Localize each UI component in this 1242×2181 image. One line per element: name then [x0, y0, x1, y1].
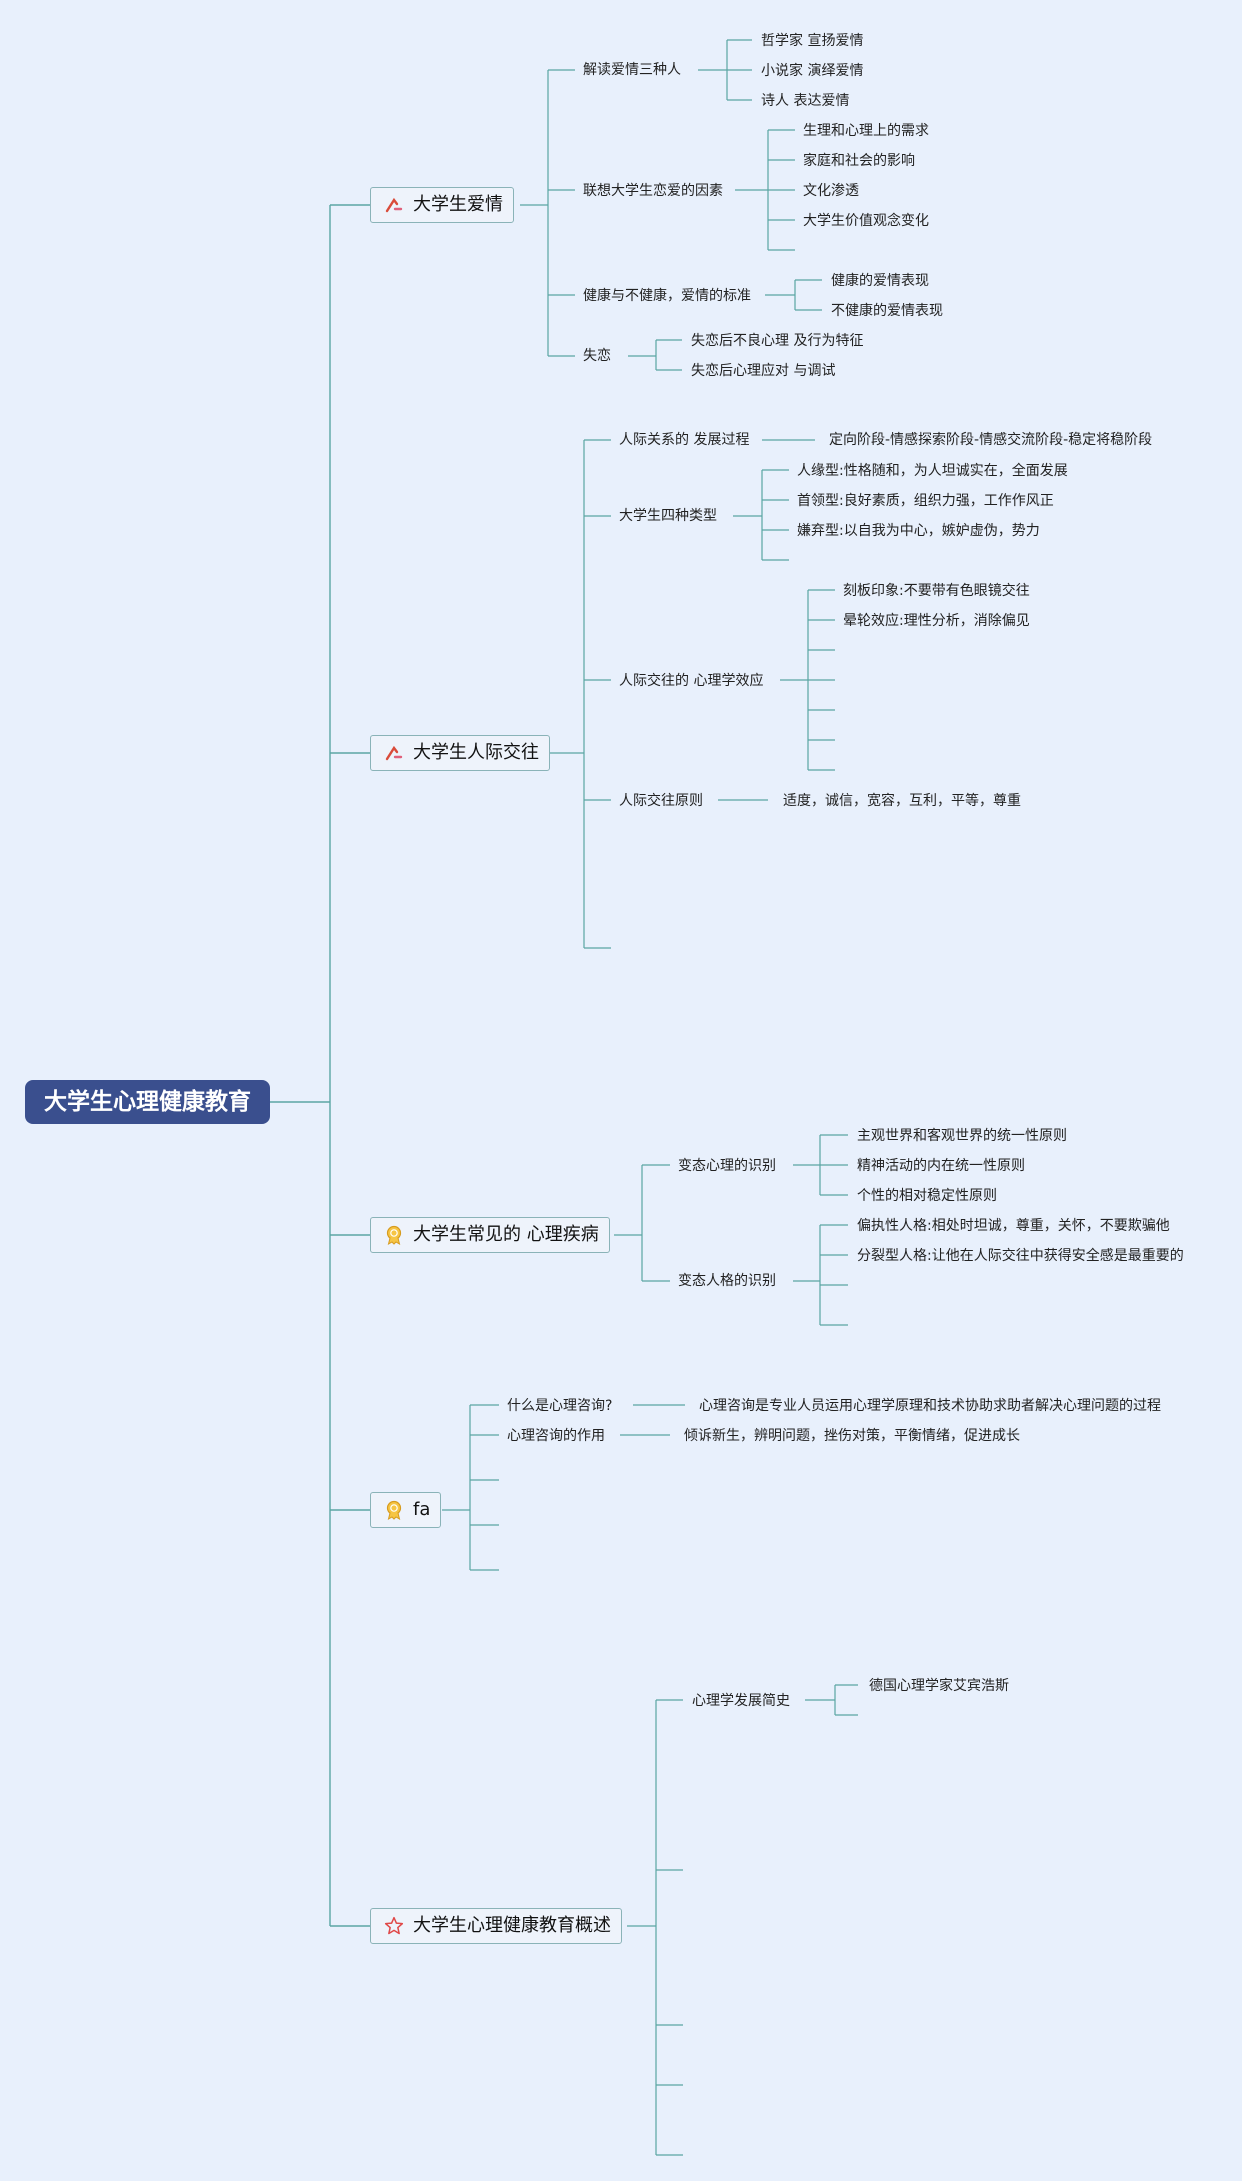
leaf[interactable]: 适度，诚信，宽容，互利，平等，尊重 [783, 793, 1021, 809]
subtopic[interactable]: 人际交往的 心理学效应 [619, 673, 764, 689]
leaf[interactable]: 文化渗透 [803, 183, 859, 199]
topic-disorders[interactable]: 大学生常见的 心理疾病 [370, 1217, 610, 1253]
subtopic[interactable]: 大学生四种类型 [619, 508, 717, 524]
leaf[interactable]: 倾诉新生，辨明问题，挫伤对策，平衡情绪，促进成长 [684, 1428, 1020, 1444]
subtopic[interactable]: 失恋 [583, 348, 611, 364]
leaf[interactable]: 主观世界和客观世界的统一性原则 [857, 1128, 1067, 1144]
subtopic[interactable]: 变态人格的识别 [678, 1273, 776, 1289]
leaf[interactable]: 诗人 表达爱情 [761, 93, 850, 109]
award-icon [386, 1500, 402, 1520]
leaf[interactable]: 分裂型人格:让他在人际交往中获得安全感是最重要的 [857, 1248, 1184, 1264]
topic-fa[interactable]: fa [370, 1492, 442, 1528]
leaf[interactable]: 健康的爱情表现 [831, 273, 929, 289]
topic-label: 大学生常见的 心理疾病 [413, 1224, 599, 1245]
leaf[interactable]: 小说家 演绎爱情 [761, 63, 864, 79]
topic-love[interactable]: 大学生爱情 [370, 187, 514, 223]
topic-label: 大学生心理健康教育概述 [413, 1915, 611, 1936]
subtopic[interactable]: 心理咨询的作用 [507, 1428, 605, 1444]
leaf[interactable]: 德国心理学家艾宾浩斯 [869, 1678, 1009, 1694]
subtopic[interactable]: 变态心理的识别 [678, 1158, 776, 1174]
star-icon [384, 1916, 404, 1935]
topic-label: 大学生爱情 [413, 194, 503, 215]
subtopic[interactable]: 健康与不健康，爱情的标准 [583, 288, 751, 304]
root-topic[interactable]: 大学生心理健康教育 [25, 1080, 270, 1124]
topic-label: fa [413, 1499, 431, 1520]
leaf[interactable]: 晕轮效应:理性分析，消除偏见 [843, 613, 1030, 629]
leaf[interactable]: 定向阶段-情感探索阶段-情感交流阶段-稳定将稳阶段 [829, 432, 1153, 448]
leaf[interactable]: 大学生价值观念变化 [803, 213, 929, 229]
leaf[interactable]: 哲学家 宣扬爱情 [761, 33, 864, 49]
award-icon [386, 1225, 402, 1245]
topic-label: 大学生人际交往 [413, 742, 539, 763]
subtopic[interactable]: 什么是心理咨询? [507, 1398, 613, 1414]
leaf[interactable]: 偏执性人格:相处时坦诚，尊重，关怀，不要欺骗他 [857, 1218, 1170, 1234]
topic-overview[interactable]: 大学生心理健康教育概述 [370, 1908, 622, 1944]
leaf[interactable]: 不健康的爱情表现 [831, 303, 943, 319]
leaf[interactable]: 个性的相对稳定性原则 [857, 1188, 997, 1204]
leaf[interactable]: 生理和心理上的需求 [803, 123, 929, 139]
subtopic[interactable]: 人际关系的 发展过程 [619, 432, 750, 448]
leaf[interactable]: 失恋后不良心理 及行为特征 [691, 333, 864, 349]
sparkle-icon [385, 745, 403, 761]
subtopic[interactable]: 心理学发展简史 [692, 1693, 790, 1709]
topic-interpersonal[interactable]: 大学生人际交往 [370, 735, 550, 771]
leaf[interactable]: 家庭和社会的影响 [803, 153, 915, 169]
leaf[interactable]: 刻板印象:不要带有色眼镜交往 [843, 583, 1030, 599]
subtopic[interactable]: 解读爱情三种人 [583, 62, 681, 78]
leaf[interactable]: 嫌弃型:以自我为中心，嫉妒虚伪，势力 [797, 523, 1040, 539]
leaf[interactable]: 失恋后心理应对 与调试 [691, 363, 836, 379]
leaf[interactable]: 心理咨询是专业人员运用心理学原理和技术协助求助者解决心理问题的过程 [699, 1398, 1161, 1414]
subtopic[interactable]: 联想大学生恋爱的因素 [583, 183, 723, 199]
subtopic[interactable]: 人际交往原则 [619, 793, 703, 809]
leaf[interactable]: 精神活动的内在统一性原则 [857, 1158, 1025, 1174]
sparkle-icon [385, 197, 403, 213]
leaf[interactable]: 首领型:良好素质，组织力强，工作作风正 [797, 493, 1054, 509]
leaf[interactable]: 人缘型:性格随和，为人坦诚实在，全面发展 [797, 463, 1068, 479]
